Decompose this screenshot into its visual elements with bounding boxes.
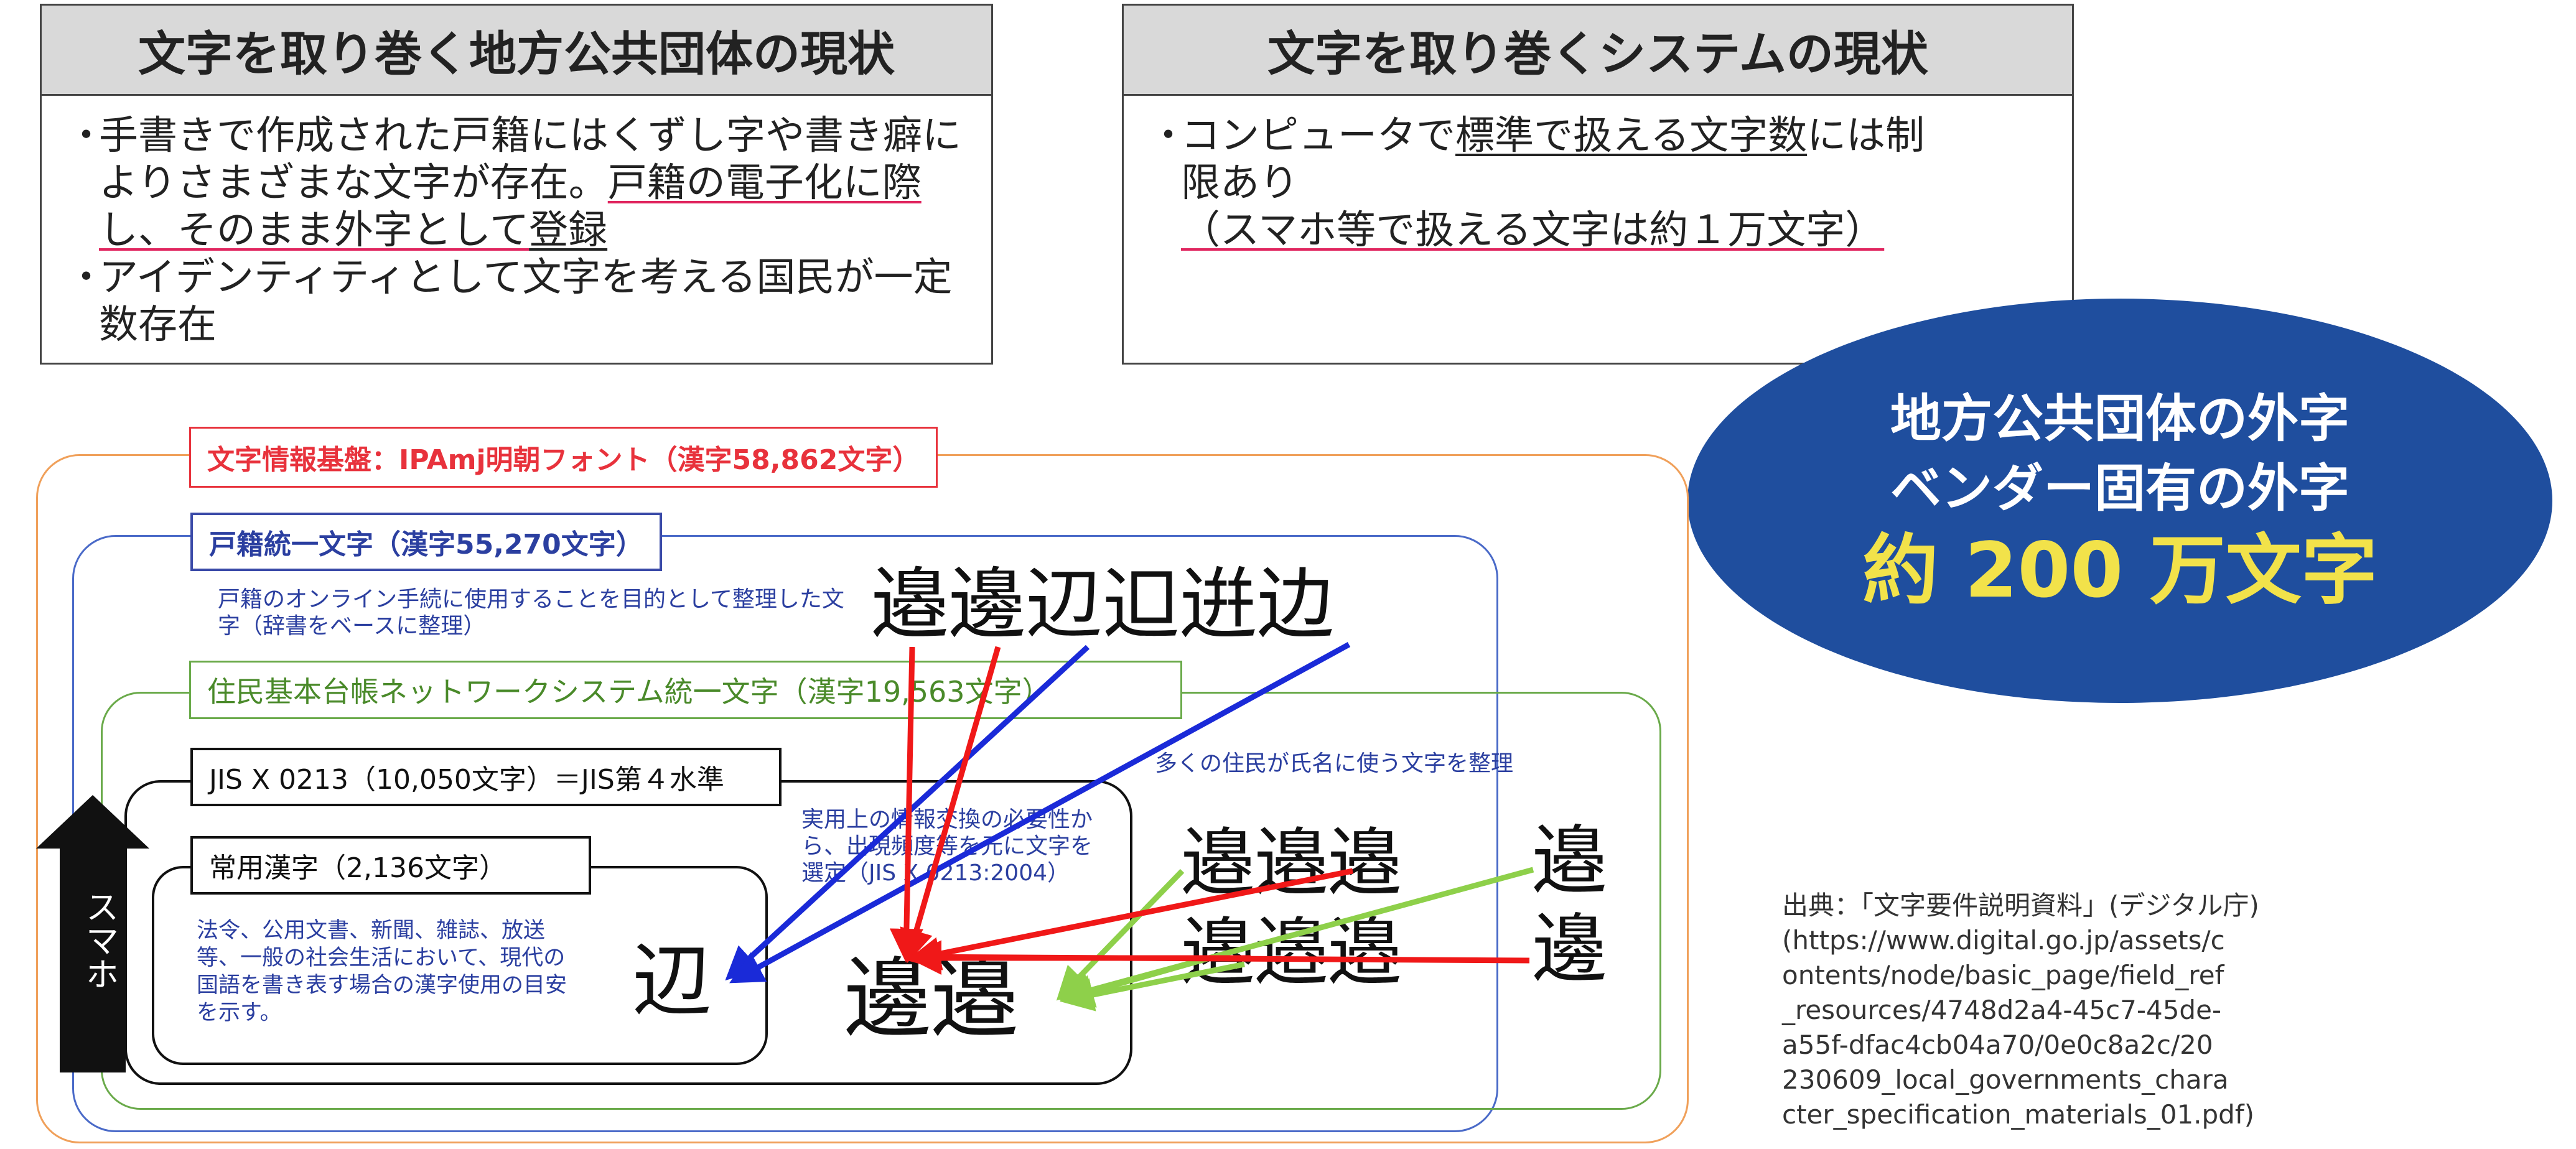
panel-local-governments-body: ・ 手書きで作成された戸籍にはくずし字や書き癖によりさまざまな文字が存在。戸籍の… bbox=[42, 96, 991, 348]
juki-desc: 多くの住民が氏名に使う文字を整理 bbox=[1155, 751, 1514, 776]
ellipse-line-count: 約 200 万文字 bbox=[1862, 526, 2378, 615]
panel-local-governments-title: 文字を取り巻く地方公共団体の現状 bbox=[42, 6, 991, 96]
joyo-label: 常用漢字（2,136文字） bbox=[190, 836, 591, 895]
smartphone-char-note: （スマホ等で扱える文字は約１万文字） bbox=[1181, 207, 1885, 253]
ellipse-line-vendor: ベンダー固有の外字 bbox=[1890, 459, 2350, 518]
bullet-item-handwritten: ・ 手書きで作成された戸籍にはくずし字や書き癖によりさまざまな文字が存在。戸籍の… bbox=[67, 113, 961, 253]
kanji-mid-row1: 邉邉邉 bbox=[1181, 820, 1402, 906]
bullet-item-identity: ・ アイデンティティとして文字を考える国民が一定数存在 bbox=[67, 254, 953, 347]
smartphone-label: スマホ bbox=[80, 890, 119, 990]
kanji-single1: 邉 bbox=[1532, 818, 1607, 905]
kanji-jis-pair: 邊邉 bbox=[844, 949, 1019, 1050]
koseki-desc: 戸籍のオンライン手続に使用することを目的として整理した文字（辞書をベースに整理） bbox=[218, 587, 844, 639]
kanji-joyo: 辺 bbox=[632, 935, 712, 1028]
joyo-desc: 法令、公用文書、新聞、雑誌、放送等、一般の社会生活において、現代の国語を書き表す… bbox=[197, 918, 567, 1025]
panel-systems-body: ・ コンピュータで標準で扱える文字数には制限あり （スマホ等で扱える文字は約１万… bbox=[1124, 96, 2072, 254]
source-citation: 出典：「文字要件説明資料」(デジタル庁) (https://www.digita… bbox=[1782, 890, 2259, 1130]
panel-systems: 文字を取り巻くシステムの現状 ・ コンピュータで標準で扱える文字数には制限あり … bbox=[1122, 4, 2074, 365]
jis-desc: 実用上の情報交換の必要性から、出現頻度等を元に文字を選定（JIS X 0213:… bbox=[801, 807, 1093, 886]
kanji-top-row: 邉邊辺𨑕逬边 bbox=[871, 560, 1335, 649]
kanji-mid-row2: 邉邉邉 bbox=[1181, 909, 1402, 995]
jis-label: JIS X 0213（10,050文字）＝JIS第４水準 bbox=[190, 748, 782, 806]
panel-systems-title: 文字を取り巻くシステムの現状 bbox=[1124, 6, 2072, 96]
koseki-label: 戸籍統一文字（漢字55,270文字） bbox=[190, 513, 662, 571]
ellipse-line-local: 地方公共団体の外字 bbox=[1890, 389, 2350, 449]
smartphone-arrow bbox=[36, 795, 149, 1072]
juki-label: 住民基本台帳ネットワークシステム統一文字（漢字19,563文字） bbox=[189, 661, 1182, 719]
ipamj-label: 文字情報基盤：IPAmj明朝フォント（漢字58,862文字） bbox=[189, 427, 938, 488]
bullet-item-char-limit: ・ コンピュータで標準で扱える文字数には制限あり （スマホ等で扱える文字は約１万… bbox=[1149, 112, 1948, 254]
vendor-chars-ellipse: 地方公共団体の外字 ベンダー固有の外字 約 200 万文字 bbox=[1687, 299, 2552, 703]
kanji-single2: 邊 bbox=[1532, 906, 1607, 993]
panel-local-governments: 文字を取り巻く地方公共団体の現状 ・ 手書きで作成された戸籍にはくずし字や書き癖… bbox=[40, 4, 993, 365]
